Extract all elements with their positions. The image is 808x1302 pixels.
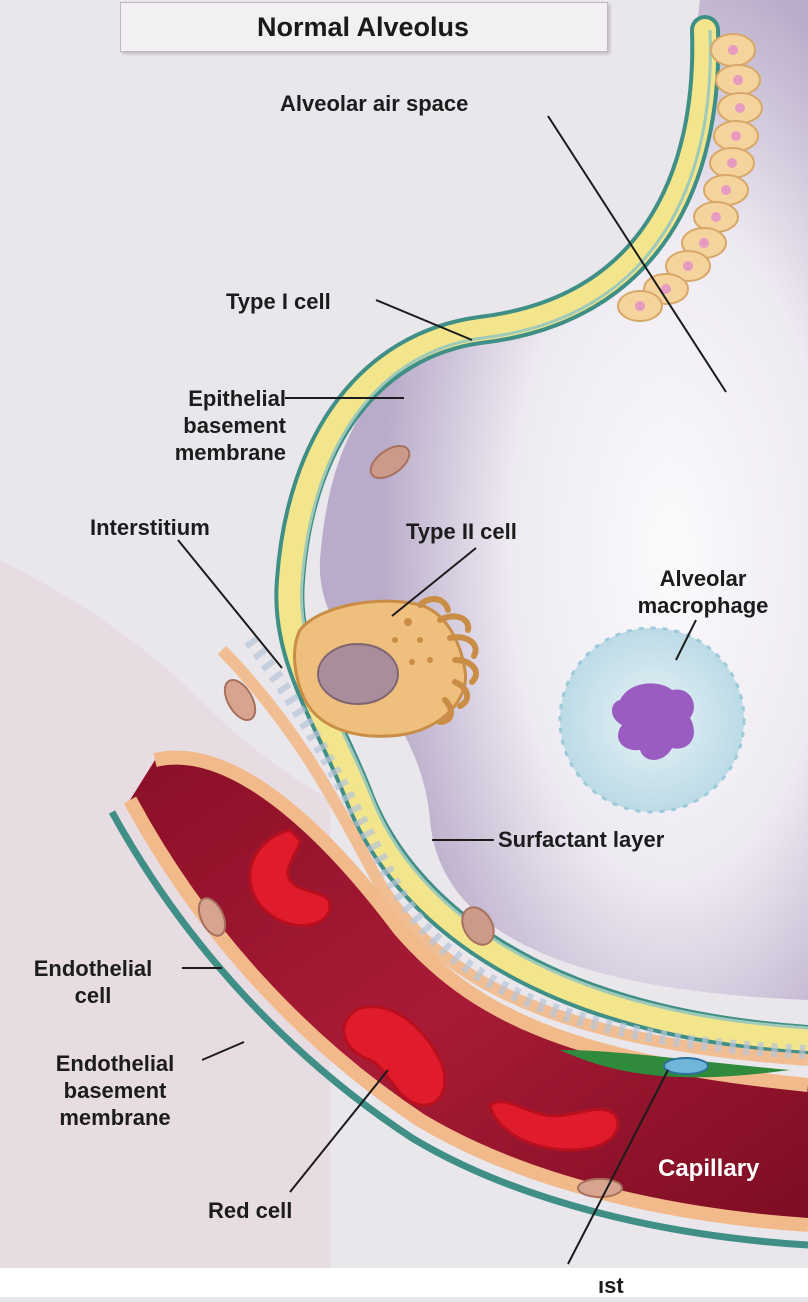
label-red-cell: Red cell bbox=[208, 1197, 292, 1224]
diagram-title: Normal Alveolus bbox=[120, 12, 606, 43]
label-line: Endothelial bbox=[8, 955, 178, 982]
label-line: cell bbox=[8, 982, 178, 1009]
label-line: macrophage bbox=[600, 592, 806, 619]
bottom-strip bbox=[0, 1268, 808, 1297]
label-surfactant-layer: Surfactant layer bbox=[498, 826, 664, 853]
label-line: Alveolar bbox=[600, 565, 806, 592]
label-epithelial-basement-membrane: Epithelial basement membrane bbox=[110, 385, 286, 466]
label-line: Endothelial bbox=[28, 1050, 202, 1077]
label-type-i-cell: Type I cell bbox=[226, 288, 331, 315]
label-capillary: Capillary bbox=[658, 1155, 759, 1182]
label-interstitium: Interstitium bbox=[90, 514, 210, 541]
alveolar-macrophage bbox=[560, 628, 744, 812]
label-alveolar-air-space: Alveolar air space bbox=[280, 90, 468, 117]
label-line: basement bbox=[28, 1077, 202, 1104]
label-line: Epithelial bbox=[110, 385, 286, 412]
label-fibroblast-partial: ıst bbox=[598, 1272, 624, 1299]
label-endothelial-basement-membrane: Endothelial basement membrane bbox=[28, 1050, 202, 1131]
label-endothelial-cell: Endothelial cell bbox=[8, 955, 178, 1009]
type-ii-cell bbox=[295, 599, 476, 736]
label-line: basement bbox=[110, 412, 286, 439]
label-line: membrane bbox=[28, 1104, 202, 1131]
fibroblast-nucleus bbox=[664, 1058, 708, 1074]
label-line: membrane bbox=[110, 439, 286, 466]
label-type-ii-cell: Type II cell bbox=[406, 518, 517, 545]
label-alveolar-macrophage: Alveolar macrophage bbox=[600, 565, 806, 619]
endothelial-nucleus-bottom bbox=[578, 1179, 622, 1197]
